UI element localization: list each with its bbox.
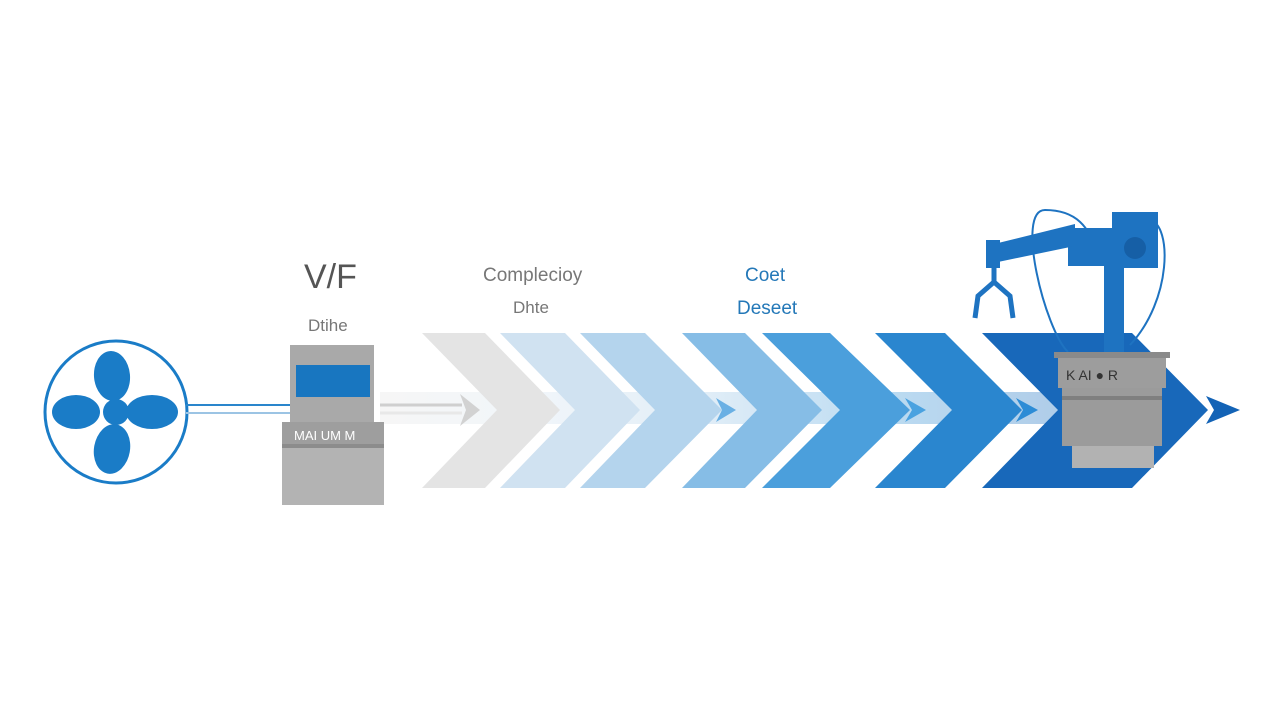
chevron-2 <box>500 333 640 488</box>
chevron-1 <box>422 333 560 488</box>
chevron-6 <box>875 333 1022 488</box>
arrow-marker-2 <box>905 398 926 422</box>
stage-3-title: Coet <box>745 265 786 286</box>
fan-connector-line <box>186 404 296 414</box>
chevron-5 <box>762 333 910 488</box>
chevron-4 <box>682 333 822 488</box>
arrow-marker-3 <box>1016 398 1038 422</box>
arrow-marker-4 <box>1206 396 1240 424</box>
drive-output-arrow <box>380 394 480 426</box>
stage-1-subtitle: Dtihe <box>308 316 348 335</box>
stage-1-title: V/F <box>304 258 357 296</box>
small-arrow-markers <box>716 396 1240 424</box>
chevron-3 <box>580 333 722 488</box>
stage-2-title: Complecioy <box>483 265 583 286</box>
vf-drive-unit: MAI UM M <box>282 345 384 505</box>
robotic-arm-icon: K AI ● R <box>972 208 1170 468</box>
arrow-marker-1 <box>716 398 736 422</box>
stage-3-subtitle: Deseet <box>737 298 798 319</box>
robot-panel-label: K AI ● R <box>1066 367 1118 383</box>
stage-2-subtitle: Dhte <box>513 298 549 317</box>
fan-icon <box>43 339 189 485</box>
drive-panel-label: MAI UM M <box>294 428 355 443</box>
